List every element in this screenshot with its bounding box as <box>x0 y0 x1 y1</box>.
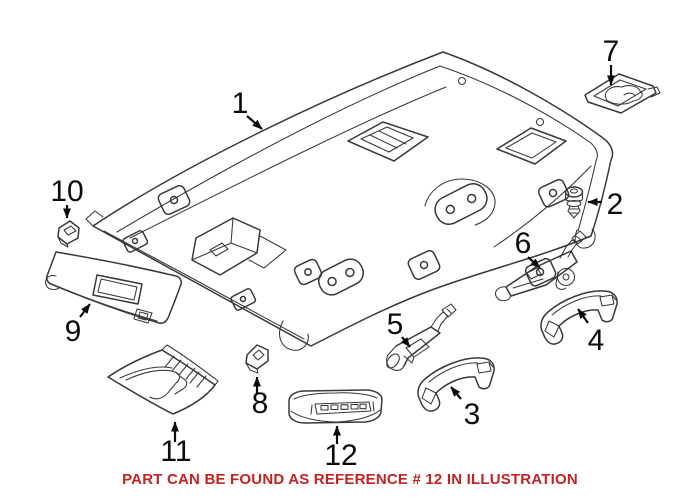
label-5-number: 5 <box>387 308 404 341</box>
push-pin-retainer-drawing <box>564 186 584 219</box>
label-3: 3 <box>450 386 481 431</box>
leader-arrow-9 <box>79 303 91 318</box>
label-12: 12 <box>324 425 358 472</box>
label-3-number: 3 <box>464 398 481 431</box>
label-1-number: 1 <box>232 87 249 120</box>
label-4: 4 <box>577 308 605 357</box>
leader-arrow-3 <box>450 386 462 400</box>
label-10-number: 10 <box>50 175 83 208</box>
label-7: 7 <box>603 35 620 86</box>
label-11: 11 <box>160 421 192 468</box>
label-2-number: 2 <box>607 188 624 221</box>
leader-arrow-6 <box>527 256 541 269</box>
leader-arrow-5 <box>400 336 411 348</box>
headliner-panel-drawing <box>85 51 614 351</box>
label-2: 2 <box>587 188 624 221</box>
label-4-number: 4 <box>588 324 605 357</box>
label-7-number: 7 <box>603 35 620 68</box>
trim-panel-drawing <box>107 344 219 415</box>
label-6-number: 6 <box>515 227 532 260</box>
retainer-clip-drawing <box>245 344 269 374</box>
sun-visor-drawing <box>45 251 182 324</box>
handle-bracket-drawing <box>386 303 457 371</box>
leader-arrow-1 <box>246 115 263 130</box>
label-8-number: 8 <box>252 387 269 420</box>
dome-light-drawing <box>288 389 383 424</box>
label-1: 1 <box>232 87 263 130</box>
label-9: 9 <box>65 303 91 348</box>
part-labels: 1 7 2 6 4 5 3 9 <box>50 35 623 472</box>
reference-caption: PART CAN BE FOUND AS REFERENCE # 12 IN I… <box>122 471 578 488</box>
label-5: 5 <box>387 308 411 348</box>
retainer-clip-drawing <box>57 220 80 248</box>
leader-arrow-4 <box>577 308 589 324</box>
label-12-number: 12 <box>324 439 357 472</box>
label-8: 8 <box>252 376 269 420</box>
label-6: 6 <box>515 227 541 269</box>
grab-handle-drawing <box>540 290 618 345</box>
label-9-number: 9 <box>65 315 82 348</box>
handle-bracket-drawing <box>495 230 587 302</box>
grab-handle-drawing <box>417 357 495 412</box>
label-10: 10 <box>50 175 84 219</box>
storage-tray-drawing <box>584 73 661 114</box>
